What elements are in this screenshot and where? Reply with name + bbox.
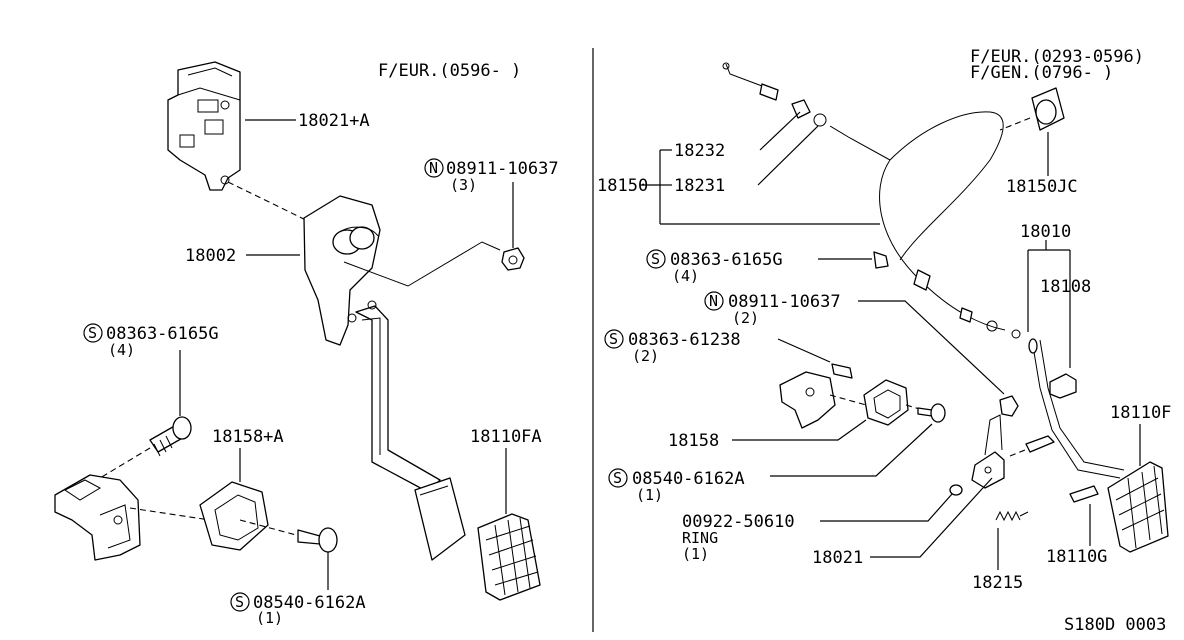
label-bolt2-code: 08363-61238 <box>628 330 741 350</box>
pad-right-drawing <box>1107 461 1169 553</box>
n-symbol-letter-left: N <box>429 159 438 177</box>
nut-left-drawing <box>501 247 525 271</box>
label-stopper-right: 18158 <box>668 431 719 451</box>
right-variant-note-1: F/EUR.(0293-0596) <box>970 47 1144 67</box>
lower-bracket-left-drawing <box>54 474 141 561</box>
leader-cable-1 <box>759 111 801 151</box>
n-symbol-left <box>424 158 444 178</box>
s-symbol-right-screw <box>608 468 628 488</box>
screw-left-drawing <box>297 527 338 553</box>
leader-nut-right <box>858 300 1005 395</box>
label-grommet: 18150JC <box>1006 177 1078 197</box>
label-bolt-code-left: 08363-6165G <box>106 324 219 344</box>
assembly-line-6 <box>829 394 867 406</box>
assembly-line-1 <box>227 181 311 223</box>
label-cable-part-1: 18232 <box>674 141 725 161</box>
left-variant-note: F/EUR.(0596- ) <box>378 61 521 81</box>
assembly-line-4 <box>239 519 301 537</box>
spring-drawing <box>995 510 1029 522</box>
label-stopper-left: 18158+A <box>212 427 284 447</box>
right-variant-note-2: F/GEN.(0796- ) <box>970 63 1113 83</box>
label-cable-assy: 18150 <box>597 176 648 196</box>
bolt2-drawing <box>831 363 853 379</box>
s-symbol-right-bolt <box>646 249 666 269</box>
label-ring-code: 00922-50610 <box>682 512 795 532</box>
label-cable-part-2: 18231 <box>674 176 725 196</box>
label-bolt-qty-right: (4) <box>672 267 699 285</box>
s-symbol-left-screw <box>230 592 250 612</box>
assembly-line-2 <box>99 447 151 479</box>
leader-screw-right <box>770 423 933 477</box>
label-lever: 18108 <box>1040 277 1091 297</box>
upper-bracket-drawing <box>167 61 241 191</box>
label-pedal-assy-right: 18010 <box>1020 222 1071 242</box>
grommet-drawing <box>1031 87 1065 131</box>
ring-drawing <box>949 484 963 496</box>
nut-right-drawing <box>999 395 1019 417</box>
label-bracket-right: 18021 <box>812 548 863 568</box>
label-bracket: 18021+A <box>298 111 370 131</box>
label-ring-word: RING <box>682 529 718 547</box>
leader-bolt2 <box>777 338 831 363</box>
pedal-bracket-right-drawing <box>971 414 1005 489</box>
accelerator-cable-drawing <box>722 62 1021 339</box>
n-symbol-right <box>704 291 724 311</box>
label-screw-code-left: 08540-6162A <box>253 593 366 613</box>
assembly-line-5 <box>999 117 1031 131</box>
label-spring: 18215 <box>972 573 1023 593</box>
pedal-arm-right-drawing <box>1025 338 1125 479</box>
label-pad-stopper: 18110G <box>1046 547 1107 567</box>
leader-stopper-right <box>732 419 867 441</box>
pedal-assembly-drawing <box>303 195 501 561</box>
leader-bracket-right <box>870 477 993 558</box>
s-symbol-right-bolt2 <box>604 329 624 349</box>
n-symbol-letter-right: N <box>709 292 718 310</box>
screw-right-drawing <box>917 403 946 423</box>
label-bolt-qty-left: (4) <box>108 341 135 359</box>
s-symbol-letter-right-screw: S <box>613 469 622 487</box>
label-screw-code-right: 08540-6162A <box>632 469 745 489</box>
bolt-left-drawing <box>149 416 192 457</box>
pedal-pad-left-drawing <box>477 513 541 601</box>
leader-ring <box>820 493 953 522</box>
pad-stopper-drawing <box>1069 485 1099 503</box>
label-screw-qty-right: (1) <box>636 486 663 504</box>
stopper-right-drawing <box>863 379 909 426</box>
label-pedal-pad-left: 18110FA <box>470 427 542 447</box>
assembly-line-3 <box>129 507 211 521</box>
label-nut-qty-right: (2) <box>732 309 759 327</box>
s-symbol-left-bolt <box>83 323 103 343</box>
s-symbol-letter-left-bolt: S <box>88 324 97 342</box>
bolt-right-drawing <box>873 251 889 269</box>
label-ring-qty: (1) <box>682 545 709 563</box>
label-pedal-assembly: 18002 <box>185 246 236 266</box>
s-symbol-letter-right-bolt: S <box>651 250 660 268</box>
label-bolt2-qty: (2) <box>632 347 659 365</box>
label-nut-qty-left: (3) <box>450 176 477 194</box>
s-symbol-letter-left-screw: S <box>235 593 244 611</box>
diagram-code: S180D 0003 <box>1064 615 1166 635</box>
label-bolt-code-right: 08363-6165G <box>670 250 783 270</box>
leader-cable-2 <box>757 125 819 186</box>
label-pad-right: 18110F <box>1110 403 1171 423</box>
label-screw-qty-left: (1) <box>256 609 283 627</box>
label-nut-code-left: 08911-10637 <box>446 159 559 179</box>
label-nut-code-right: 08911-10637 <box>728 292 841 312</box>
s-symbol-letter-right-bolt2: S <box>609 330 618 348</box>
stopper-left-drawing <box>199 481 269 551</box>
lower-bracket-right-drawing <box>779 371 836 429</box>
